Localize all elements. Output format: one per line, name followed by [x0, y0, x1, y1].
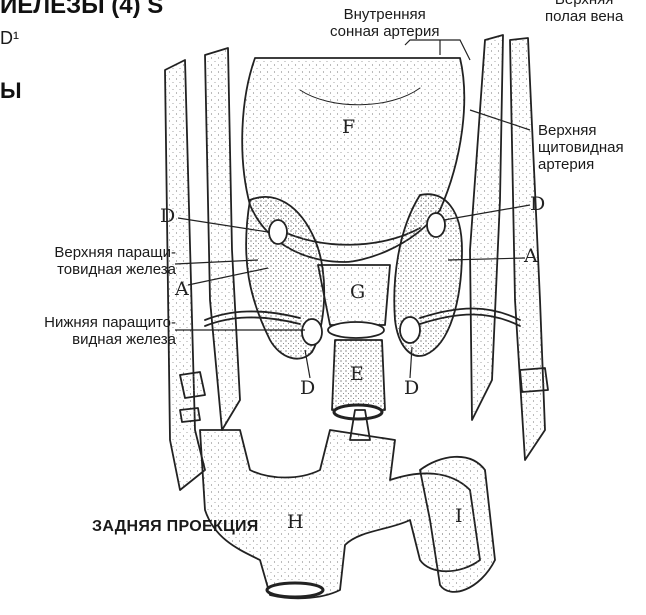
letter-A-left: A — [174, 278, 189, 300]
parathyroid-lower-right — [400, 317, 420, 343]
parathyroid-upper-left — [269, 220, 287, 244]
label-superior-thyroid-artery: Верхняя щитовидная артерия — [538, 122, 624, 173]
left-carotid — [205, 48, 240, 430]
letter-A-right: A — [523, 245, 538, 267]
letter-D-upper-left: D — [160, 205, 175, 227]
parathyroid-lower-left — [302, 319, 322, 345]
parathyroid-upper-right — [427, 213, 445, 237]
heading-letter-fragment: Ы — [0, 78, 22, 104]
label-internal-carotid-artery: Внутренняя сонная артерия — [330, 6, 439, 40]
label-superior-parathyroid-gland: Верхняя паращи- товидная железа — [4, 244, 176, 278]
right-carotid — [470, 35, 503, 420]
letter-I: I — [455, 505, 463, 527]
letter-G: G — [350, 281, 365, 303]
footnote-marker: D¹ — [0, 28, 19, 49]
letter-D-upper-right: D — [530, 193, 545, 215]
label-inferior-parathyroid-gland: Нижняя паращито- видная железа — [0, 314, 176, 348]
label-posterior-view: ЗАДНЯЯ ПРОЕКЦИЯ — [92, 518, 259, 536]
letter-H: H — [287, 511, 304, 533]
page-title-fragment: ИЕЛЕЗЫ (4) S — [0, 0, 163, 20]
label-superior-vena-cava: Верхняя полая вена — [545, 0, 623, 25]
letter-D-lower-right: D — [404, 377, 419, 399]
letter-F: F — [342, 116, 355, 138]
letter-E: E — [350, 363, 364, 385]
letter-D-lower-left: D — [300, 377, 315, 399]
